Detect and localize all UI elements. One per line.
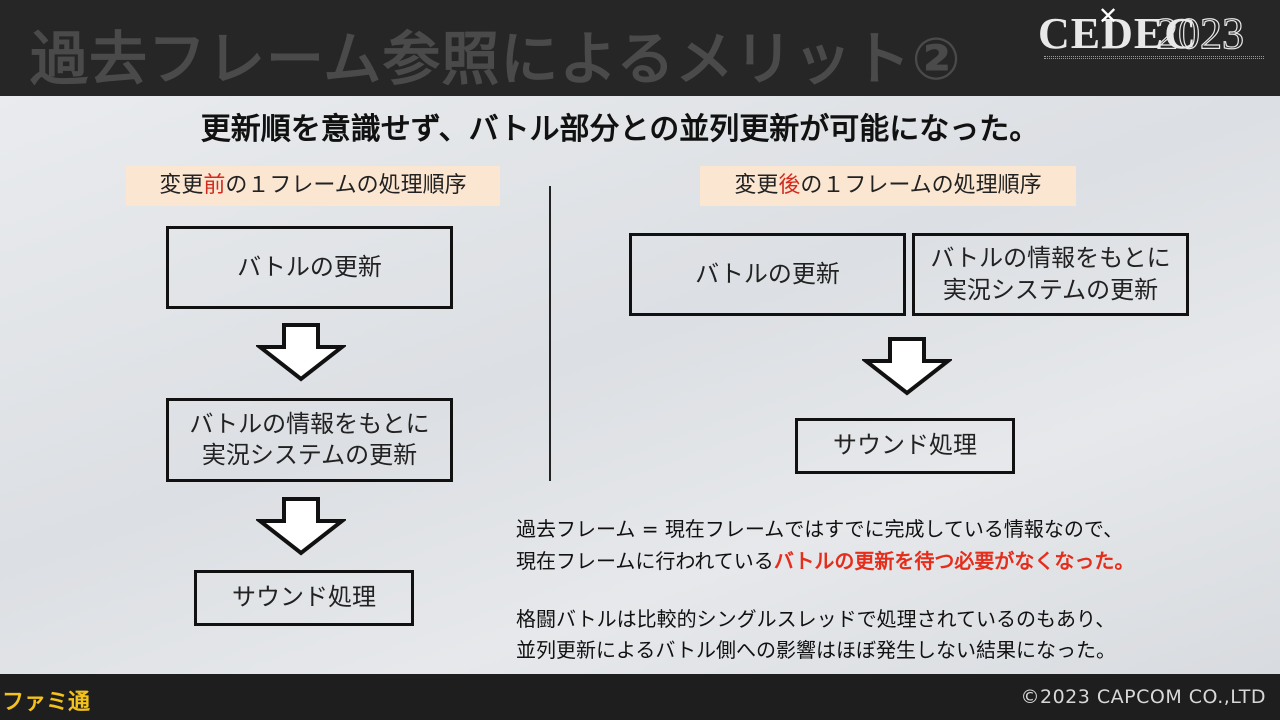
logo-tagline-decoration xyxy=(1044,56,1264,59)
left-column-label: 変更前の１フレームの処理順序 xyxy=(126,166,500,206)
right-column-label: 変更後の１フレームの処理順序 xyxy=(700,166,1076,206)
right-step-sound: サウンド処理 xyxy=(795,418,1015,474)
right-step-sound-text: サウンド処理 xyxy=(833,431,977,460)
right-step-commentary-update-text: バトルの情報をもとに 実況システムの更新 xyxy=(930,244,1171,304)
cedec-logo: CEDEC ✕ 2023 xyxy=(1038,2,1274,68)
right-step-commentary-update: バトルの情報をもとに 実況システムの更新 xyxy=(912,233,1189,316)
left-step-sound-text: サウンド処理 xyxy=(232,583,376,612)
column-divider xyxy=(549,186,551,481)
left-step-sound: サウンド処理 xyxy=(194,570,414,626)
slide-footer: ファミ通 ©2023 CAPCOM CO.,LTD xyxy=(0,674,1280,720)
right-step-battle-update-text: バトルの更新 xyxy=(695,259,840,288)
right-label-post: の１フレームの処理順序 xyxy=(800,173,1042,198)
logo-cedec-text: CEDEC xyxy=(1038,9,1198,58)
note-line-2: 現在フレームに行われているバトルの更新を待つ必要がなくなった。 xyxy=(516,545,1134,574)
left-label-highlight: 前 xyxy=(203,173,226,198)
left-step-battle-update-text: バトルの更新 xyxy=(237,252,382,281)
right-label-pre: 変更 xyxy=(734,173,779,198)
left-step-commentary-update: バトルの情報をもとに 実況システムの更新 xyxy=(166,398,453,482)
slide-title: 過去フレーム参照によるメリット② xyxy=(30,25,962,93)
note-line-2-text: 現在フレームに行われている xyxy=(516,549,774,573)
famitsu-watermark: ファミ通 xyxy=(2,690,91,715)
down-arrow-icon xyxy=(256,323,346,382)
note-line-3: 格闘バトルは比較的シングルスレッドで処理されているのもあり、 xyxy=(516,607,1116,631)
left-label-pre: 変更 xyxy=(159,173,204,198)
slide-subtitle: 更新順を意識せず、バトル部分との並列更新が可能になった。 xyxy=(200,112,1040,147)
left-label-post: の１フレームの処理順序 xyxy=(225,173,467,198)
note-line-1: 過去フレーム = 現在フレームではすでに完成している情報なので、 xyxy=(516,517,1124,541)
copyright-text: ©2023 CAPCOM CO.,LTD xyxy=(1020,686,1266,708)
logo-cross-icon: ✕ xyxy=(1098,2,1119,30)
left-step-commentary-update-text: バトルの情報をもとに 実況システムの更新 xyxy=(189,409,430,469)
right-label-highlight: 後 xyxy=(778,173,801,198)
down-arrow-icon xyxy=(862,337,952,396)
left-step-battle-update: バトルの更新 xyxy=(166,226,453,309)
down-arrow-icon xyxy=(256,497,346,556)
note-line-2-highlight: バトルの更新を待つ必要がなくなった。 xyxy=(773,549,1135,573)
slide-header: 過去フレーム参照によるメリット② CEDEC ✕ 2023 xyxy=(0,0,1280,96)
note-line-4: 並列更新によるバトル側への影響はほぼ発生しない結果になった。 xyxy=(516,638,1116,662)
right-step-battle-update: バトルの更新 xyxy=(629,233,906,316)
logo-year-text: 2023 xyxy=(1155,8,1244,58)
